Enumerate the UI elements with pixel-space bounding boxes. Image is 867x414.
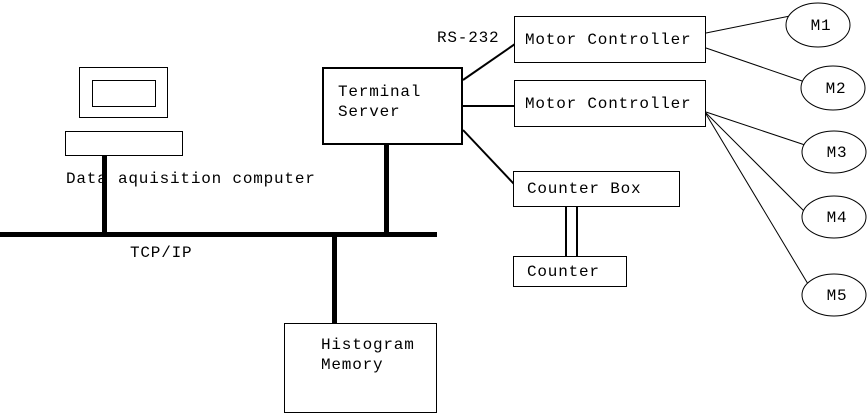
keyboard-icon (65, 131, 183, 156)
terminal-server-to-mc1-line (462, 43, 516, 81)
mc2-to-m5-line (705, 113, 809, 285)
motor-m1-label: M1 (810, 17, 832, 35)
counter-link-line-left (565, 207, 567, 257)
motor-m2-label: M2 (825, 80, 847, 98)
mc1-to-m1-line (705, 15, 791, 34)
mc2-to-m3-line (705, 111, 806, 146)
terminal-server-label-line2: Server (338, 103, 401, 121)
histogram-memory-label-line1: Histogram (321, 336, 415, 354)
motor-m2-ellipse (800, 65, 866, 111)
motor-m5-label: M5 (826, 287, 848, 305)
rs-232-label: RS-232 (437, 29, 500, 47)
mc2-to-m4-line (705, 112, 806, 213)
computer-drop-line (102, 155, 107, 233)
motor-m1-ellipse (785, 2, 851, 48)
motor-controller-bottom-label: Motor Controller (525, 94, 692, 113)
terminal-server-box: Terminal Server (322, 67, 463, 145)
motor-m3-label: M3 (826, 144, 848, 162)
computer-label: Data aquisition computer (66, 170, 316, 188)
terminal-server-drop-line (384, 144, 389, 233)
histogram-memory-drop-line (332, 237, 337, 324)
counter-link-line-right (576, 207, 578, 257)
motor-m3-ellipse (801, 130, 867, 174)
histogram-memory-box: Histogram Memory (284, 323, 437, 413)
terminal-server-label-line1: Terminal (338, 83, 422, 101)
histogram-memory-label-line2: Memory (321, 356, 384, 374)
motor-controller-top-box: Motor Controller (514, 16, 706, 63)
counter-box-label: Counter Box (527, 180, 642, 198)
counter-label: Counter (527, 262, 600, 281)
counter-box-box: Counter Box (513, 171, 680, 207)
motor-controller-bottom-box: Motor Controller (514, 80, 706, 127)
motor-m4-ellipse (801, 195, 867, 239)
terminal-server-to-counter-box-line (462, 129, 515, 185)
motor-m4-label: M4 (826, 209, 848, 227)
mc1-to-m2-line (705, 47, 806, 83)
motor-m5-ellipse (801, 273, 867, 317)
monitor-screen-icon (92, 80, 156, 107)
motor-controller-top-label: Motor Controller (525, 30, 692, 49)
tcp-ip-label: TCP/IP (130, 244, 193, 262)
counter-box: Counter (513, 256, 627, 287)
tcp-ip-bus-line (0, 232, 437, 237)
